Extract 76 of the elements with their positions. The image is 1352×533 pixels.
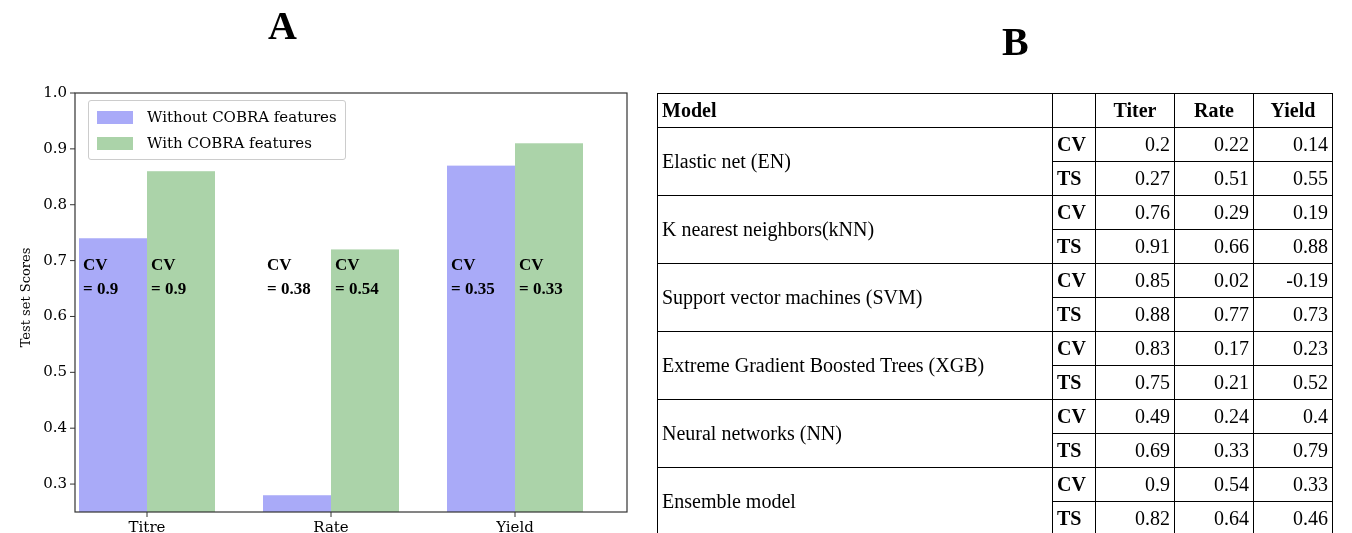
value-cell: 0.02 bbox=[1174, 263, 1254, 298]
value-label: CV = 0.33 bbox=[519, 253, 563, 300]
value-cell: 0.33 bbox=[1253, 467, 1333, 502]
header-cell: Model bbox=[657, 93, 1053, 128]
model-name-cell: K nearest neighbors(kNN) bbox=[657, 195, 1053, 264]
value-cell: 0.17 bbox=[1174, 331, 1254, 366]
tick-label: 1.0 bbox=[43, 83, 67, 101]
header-cell: Titer bbox=[1095, 93, 1175, 128]
value-label: CV = 0.9 bbox=[151, 253, 187, 300]
row-type-cell: CV bbox=[1052, 195, 1096, 230]
value-cell: 0.27 bbox=[1095, 161, 1175, 196]
value-cell: 0.24 bbox=[1174, 399, 1254, 434]
tick-label: 0.3 bbox=[43, 474, 67, 493]
value-cell: 0.79 bbox=[1253, 433, 1333, 468]
axis-title: Test set Scores bbox=[17, 246, 33, 350]
value-cell: 0.29 bbox=[1174, 195, 1254, 230]
tick-label: Rate bbox=[312, 518, 350, 533]
value-label: CV = 0.38 bbox=[267, 253, 311, 300]
value-cell: 0.49 bbox=[1095, 399, 1175, 434]
tick-label: 0.6 bbox=[43, 306, 67, 325]
row-type-cell: CV bbox=[1052, 263, 1096, 298]
panel-letter: A bbox=[268, 2, 297, 49]
value-label: CV = 0.35 bbox=[451, 253, 495, 300]
tick-label: 0.4 bbox=[43, 418, 67, 437]
value-cell: 0.76 bbox=[1095, 195, 1175, 230]
value-label: CV = 0.9 bbox=[83, 253, 119, 300]
tick-label: 0.8 bbox=[43, 194, 67, 213]
value-cell: 0.54 bbox=[1174, 467, 1254, 502]
value-cell: 0.55 bbox=[1253, 161, 1333, 196]
value-cell: 0.83 bbox=[1095, 331, 1175, 366]
value-cell: 0.75 bbox=[1095, 365, 1175, 400]
value-cell: 0.22 bbox=[1174, 127, 1254, 162]
value-cell: 0.9 bbox=[1095, 467, 1175, 502]
value-cell: 0.77 bbox=[1174, 297, 1254, 332]
tick-label: Titre bbox=[127, 518, 167, 533]
value-cell: 0.88 bbox=[1253, 229, 1333, 264]
model-name-cell: Extreme Gradient Boosted Trees (XGB) bbox=[657, 331, 1053, 400]
value-cell: 0.85 bbox=[1095, 263, 1175, 298]
legend-text: Without COBRA features bbox=[147, 108, 337, 126]
value-cell: 0.14 bbox=[1253, 127, 1333, 162]
tick-label: 0.9 bbox=[43, 138, 67, 157]
row-type-cell: TS bbox=[1052, 297, 1096, 332]
value-cell: 0.69 bbox=[1095, 433, 1175, 468]
model-name-cell: Support vector machines (SVM) bbox=[657, 263, 1053, 332]
value-cell: 0.91 bbox=[1095, 229, 1175, 264]
value-cell: 0.19 bbox=[1253, 195, 1333, 230]
header-cell: Yield bbox=[1253, 93, 1333, 128]
row-type-cell: CV bbox=[1052, 467, 1096, 502]
tick-label: 0.7 bbox=[43, 250, 67, 269]
header-cell: Rate bbox=[1174, 93, 1254, 128]
row-type-cell: CV bbox=[1052, 399, 1096, 434]
value-cell: 0.88 bbox=[1095, 297, 1175, 332]
row-type-cell: TS bbox=[1052, 161, 1096, 196]
value-cell: -0.19 bbox=[1253, 263, 1333, 298]
value-cell: 0.23 bbox=[1253, 331, 1333, 366]
value-cell: 0.51 bbox=[1174, 161, 1254, 196]
value-cell: 0.4 bbox=[1253, 399, 1333, 434]
value-cell: 0.73 bbox=[1253, 297, 1333, 332]
panel-letter: B bbox=[1002, 18, 1029, 65]
value-label: CV = 0.54 bbox=[335, 253, 379, 300]
value-cell: 0.52 bbox=[1253, 365, 1333, 400]
value-cell: 0.21 bbox=[1174, 365, 1254, 400]
tick-label: Yield bbox=[495, 518, 535, 533]
row-type-cell: TS bbox=[1052, 229, 1096, 264]
model-name-cell: Elastic net (EN) bbox=[657, 127, 1053, 196]
model-name-cell: Neural networks (NN) bbox=[657, 399, 1053, 468]
value-cell: 0.66 bbox=[1174, 229, 1254, 264]
row-type-cell: TS bbox=[1052, 365, 1096, 400]
row-type-cell: CV bbox=[1052, 331, 1096, 366]
row-type-cell: CV bbox=[1052, 127, 1096, 162]
model-name-cell: Ensemble model bbox=[657, 467, 1053, 533]
value-cell: 0.2 bbox=[1095, 127, 1175, 162]
legend-text: With COBRA features bbox=[147, 134, 312, 152]
tick-label: 0.5 bbox=[43, 362, 67, 381]
row-type-cell: TS bbox=[1052, 433, 1096, 468]
value-cell: 0.33 bbox=[1174, 433, 1254, 468]
